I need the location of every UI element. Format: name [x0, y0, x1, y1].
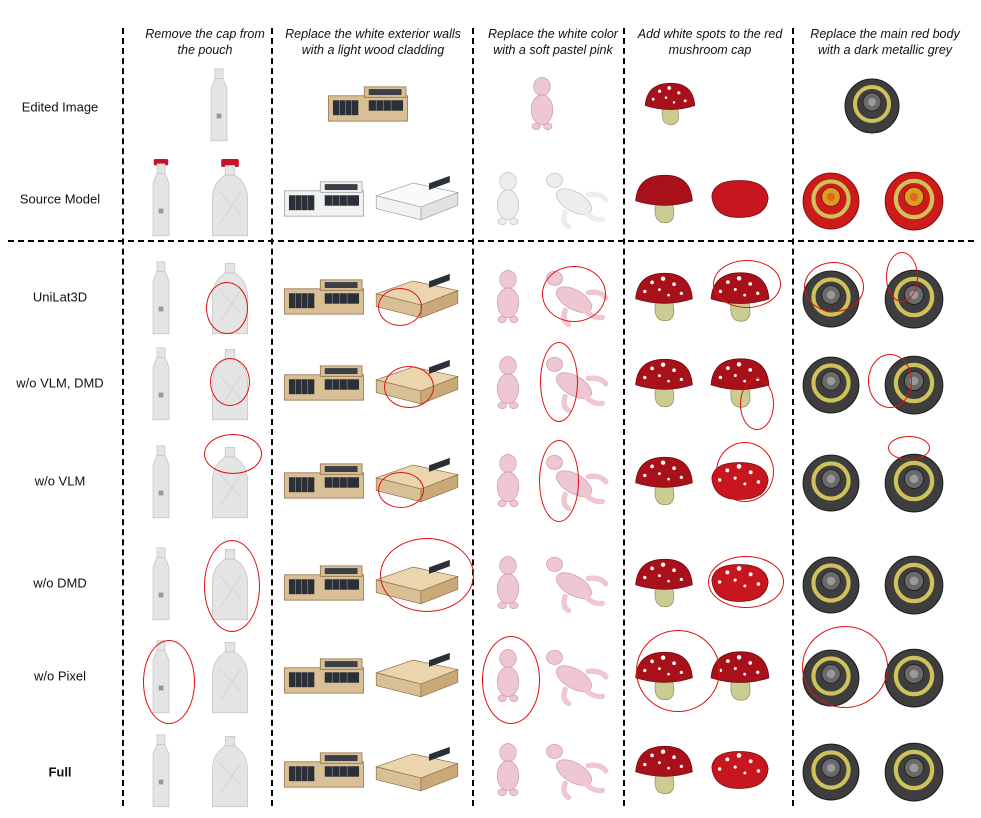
highlight-ring — [713, 260, 781, 308]
highlight-ring — [143, 640, 195, 724]
animal-render — [524, 75, 560, 133]
house-render — [283, 180, 365, 218]
mushroom-render — [632, 355, 696, 411]
mushroom-render — [632, 453, 696, 509]
highlight-ring — [482, 636, 540, 724]
animal-render — [490, 554, 526, 612]
house-render — [283, 364, 365, 402]
gear-render — [800, 552, 862, 614]
animal-render — [490, 452, 526, 510]
mushroom-render — [632, 742, 696, 798]
pouch-render — [205, 730, 255, 810]
gear-render — [800, 450, 862, 512]
row-label-source-model: Source Model — [19, 191, 101, 207]
column-header-pouch: Remove the cap from the pouch — [145, 27, 265, 57]
highlight-ring — [540, 342, 578, 422]
house-render — [373, 746, 461, 794]
house-render — [283, 751, 365, 789]
highlight-ring — [380, 538, 474, 612]
animal-render — [538, 645, 610, 707]
highlight-ring — [802, 626, 888, 708]
gear-render — [882, 551, 946, 615]
mushroom-render — [706, 648, 774, 704]
house-render — [373, 652, 461, 700]
highlight-ring — [740, 378, 774, 430]
highlight-ring — [868, 354, 912, 408]
highlight-ring — [539, 440, 579, 522]
highlight-ring — [636, 630, 720, 712]
gear-render — [800, 168, 862, 230]
column-divider — [623, 28, 625, 806]
gear-render — [882, 167, 946, 231]
mushroom-render — [642, 78, 698, 130]
highlight-ring — [204, 540, 260, 632]
gear-render — [800, 352, 862, 414]
column-divider — [271, 28, 273, 806]
highlight-ring — [716, 442, 774, 502]
column-divider — [122, 28, 124, 806]
gear-render — [882, 644, 946, 708]
pouch-render — [205, 159, 255, 239]
column-header-animal: Replace the white color with a soft past… — [488, 27, 618, 57]
pouch-render — [145, 343, 177, 423]
animal-render — [490, 268, 526, 326]
pouch-render — [145, 257, 177, 337]
gear-render — [800, 739, 862, 801]
gear-render — [882, 738, 946, 802]
animal-render — [490, 170, 526, 228]
mushroom-render — [706, 171, 774, 227]
house-render — [327, 85, 409, 123]
column-divider — [792, 28, 794, 806]
highlight-ring — [378, 472, 424, 508]
house-render — [283, 564, 365, 602]
row-label-wo-vlm: w/o VLM — [34, 473, 86, 489]
highlight-ring — [204, 434, 262, 474]
row-label-wo-pixel: w/o Pixel — [33, 668, 87, 684]
row-divider — [8, 240, 974, 242]
pouch-render — [145, 730, 177, 810]
mushroom-render — [706, 742, 774, 798]
animal-render — [490, 354, 526, 412]
pouch-render — [145, 441, 177, 521]
animal-render — [538, 739, 610, 801]
row-label-wo-dmd: w/o DMD — [33, 575, 87, 591]
column-header-house: Replace the white exterior walls with a … — [285, 27, 461, 57]
animal-render — [538, 552, 610, 614]
highlight-ring — [888, 436, 930, 460]
house-render — [373, 175, 461, 223]
pouch-render — [205, 636, 255, 716]
column-header-gear: Replace the main red body with a dark me… — [810, 27, 960, 57]
column-header-mushroom: Add white spots to the red mushroom cap — [637, 27, 783, 57]
pouch-render — [145, 543, 177, 623]
pouch-render — [145, 159, 177, 239]
highlight-ring — [708, 556, 784, 608]
highlight-ring — [206, 282, 248, 334]
highlight-ring — [384, 366, 434, 408]
highlight-ring — [804, 262, 864, 312]
row-label-edited-image: Edited Image — [21, 99, 99, 115]
gear-render — [842, 74, 902, 134]
house-render — [283, 278, 365, 316]
highlight-ring — [886, 252, 918, 302]
row-label-wo-vlm-dmd: w/o VLM, DMD — [16, 375, 104, 391]
mushroom-render — [632, 555, 696, 611]
row-label-full: Full — [48, 764, 72, 780]
house-render — [283, 657, 365, 695]
pouch-render — [200, 64, 238, 144]
highlight-ring — [210, 358, 250, 406]
highlight-ring — [542, 266, 606, 322]
animal-render — [538, 168, 610, 230]
mushroom-render — [632, 269, 696, 325]
animal-render — [490, 741, 526, 799]
mushroom-render — [632, 171, 696, 227]
house-render — [283, 462, 365, 500]
row-label-unilat3d: UniLat3D — [32, 289, 88, 305]
highlight-ring — [378, 288, 422, 326]
column-divider — [472, 28, 474, 806]
